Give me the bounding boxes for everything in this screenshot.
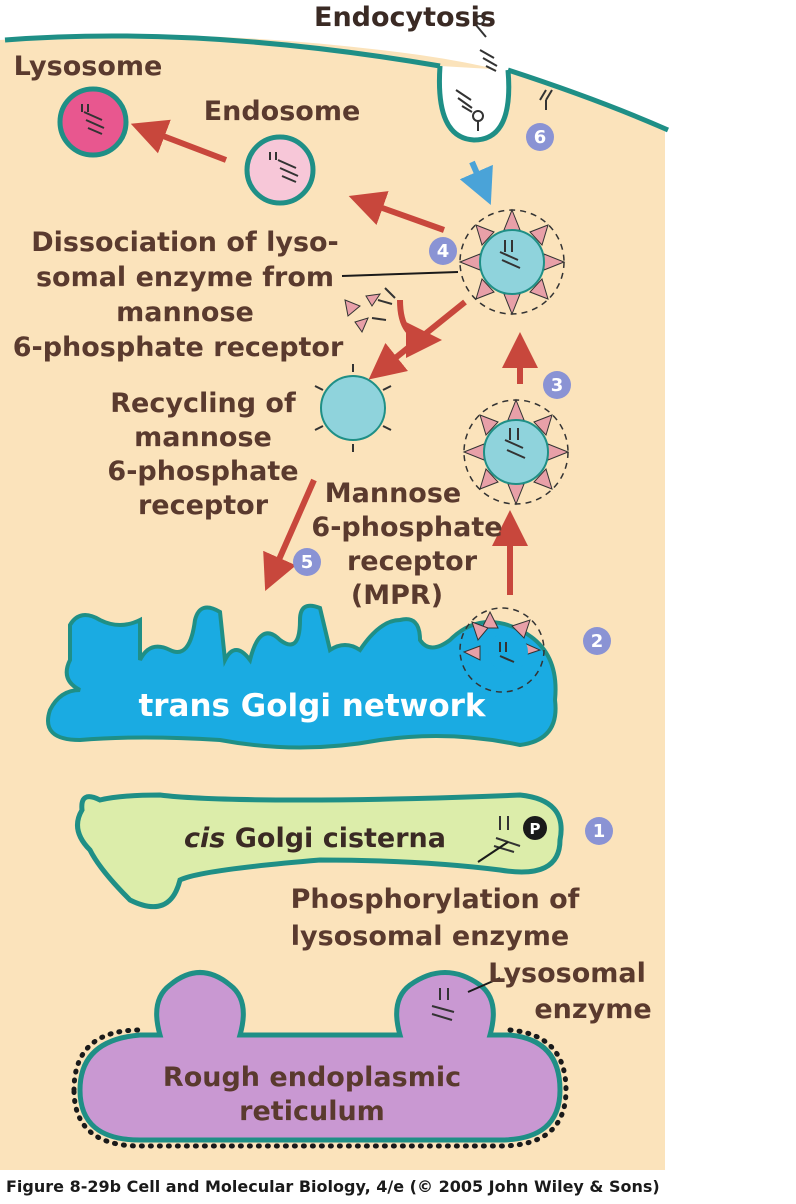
label-mpr-1: Mannose (325, 478, 461, 509)
label-dissociation-2: somal enzyme from (36, 262, 334, 293)
label-cis-golgi-rest: Golgi cisterna (225, 823, 446, 854)
label-recycling-4: receptor (138, 490, 269, 521)
rough-er (77, 970, 563, 1143)
label-recycling-3: 6-phosphate (107, 456, 298, 487)
step-badges (293, 123, 613, 845)
pathway-arrows (130, 119, 538, 595)
step-3: 3 (551, 375, 564, 396)
label-lysosome: Lysosome (14, 51, 163, 82)
label-mpr-4: (MPR) (351, 580, 443, 611)
clathrin-vesicle-3 (462, 398, 570, 506)
label-phosphorylation-1: Phosphorylation of (291, 884, 580, 915)
label-trans-golgi: trans Golgi network (138, 688, 486, 724)
label-endosome: Endosome (204, 96, 361, 127)
endocytosis-arrow (459, 160, 493, 205)
step-1: 1 (593, 821, 606, 842)
lysosome-enzyme-icon (81, 104, 105, 135)
label-dissociation-1: Dissociation of lyso- (31, 227, 339, 258)
endocytic-pit (436, 65, 512, 143)
label-cis-golgi: cis Golgi cisterna (184, 823, 446, 854)
step-5: 5 (301, 552, 314, 573)
label-dissociation-4: 6-phosphate receptor (13, 332, 344, 363)
phosphate-icon (523, 816, 547, 840)
cis-golgi-cisterna (75, 792, 564, 910)
label-lysosomal-enzyme-1: Lysosomal (488, 958, 646, 989)
step-2: 2 (591, 631, 604, 652)
step-6: 6 (534, 127, 547, 148)
label-lysosomal-enzyme-2: enzyme (534, 994, 651, 1025)
plasma-membrane (4, 33, 670, 133)
label-rough-er-2: reticulum (239, 1096, 385, 1127)
endosome (244, 134, 316, 206)
label-recycling-1: Recycling of (110, 388, 296, 419)
lysosomal-enzyme-icon (431, 988, 455, 1021)
phosphate-label: P (530, 820, 541, 838)
leader-lines (341, 271, 509, 993)
label-mpr-2: 6-phosphate (311, 512, 502, 543)
released-enzymes (344, 287, 396, 334)
lysosome (57, 86, 129, 158)
label-mpr-3: receptor (347, 546, 478, 577)
endocytosed-enzyme-icon (455, 15, 553, 131)
label-phosphorylation-2: lysosomal enzyme (291, 921, 569, 952)
label-rough-er-1: Rough endoplasmic (163, 1062, 461, 1093)
clathrin-vesicle-4 (458, 208, 566, 316)
ribosomes (71, 1027, 569, 1149)
trans-golgi-network (46, 603, 558, 750)
label-recycling-2: mannose (134, 422, 272, 453)
figure-caption: Figure 8-29b Cell and Molecular Biology,… (6, 1177, 660, 1196)
phosphorylated-enzyme-icon (493, 816, 521, 853)
recycling-vesicle (314, 364, 392, 452)
budding-vesicle-2 (459, 607, 545, 693)
label-cis-golgi-italic: cis (184, 823, 225, 854)
label-endocytosis: Endocytosis (314, 2, 496, 33)
step-4: 4 (437, 241, 450, 262)
endosome-enzyme-icon (269, 152, 299, 183)
label-dissociation-3: mannose (116, 297, 254, 328)
